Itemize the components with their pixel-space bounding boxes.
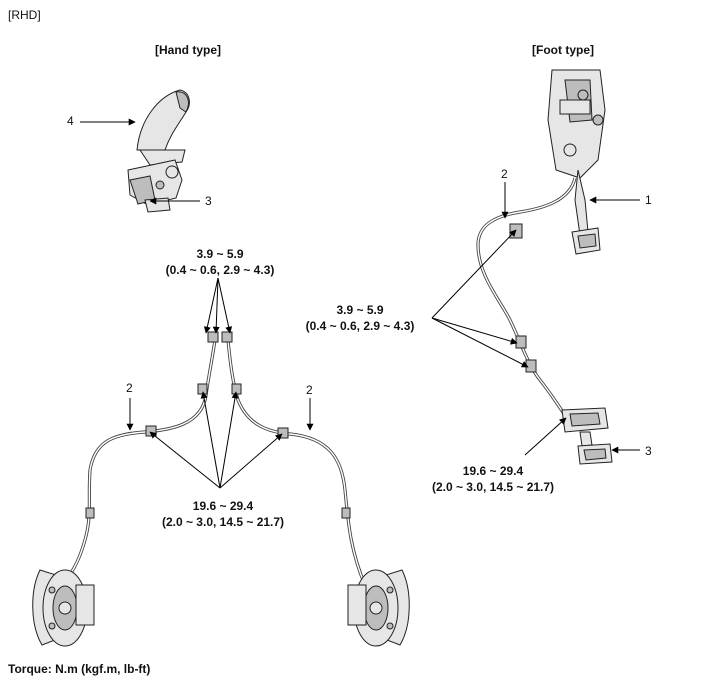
- hand-cable-left: [60, 339, 217, 586]
- hand-torque-upper-alt: (0.4 ~ 0.6, 2.9 ~ 4.3): [165, 263, 275, 277]
- hand-torque-lower-alt: (2.0 ~ 3.0, 14.5 ~ 21.7): [161, 515, 285, 529]
- hand-parking-lever: [127, 89, 190, 213]
- callout-2-foot: 2: [501, 167, 508, 181]
- callout-3-foot: 3: [645, 444, 652, 458]
- hand-torque-lower-nm: 19.6 ~ 29.4: [192, 499, 254, 513]
- hand-cable-clips: [85, 331, 351, 519]
- torque-units-note: Torque: N.m (kgf.m, lb-ft): [8, 662, 151, 676]
- callout-2-hand-left: 2: [126, 381, 133, 395]
- hand-torque-upper-nm: 3.9 ~ 5.9: [196, 247, 244, 261]
- foot-torque-lower-nm: 19.6 ~ 29.4: [462, 464, 524, 478]
- hand-type-title: [Hand type]: [155, 43, 221, 57]
- callout-3-hand: 3: [205, 194, 212, 208]
- callout-1-foot: 1: [645, 193, 652, 207]
- right-brake-hub: [347, 569, 410, 647]
- foot-equalizer: [561, 407, 613, 465]
- left-brake-hub: [32, 569, 95, 647]
- foot-torque-upper-alt: (0.4 ~ 0.6, 2.9 ~ 4.3): [305, 319, 415, 333]
- foot-torque-upper-nm: 3.9 ~ 5.9: [336, 303, 384, 317]
- callout-4-lever: 4: [67, 114, 74, 128]
- foot-torque-lower-alt: (2.0 ~ 3.0, 14.5 ~ 21.7): [431, 480, 555, 494]
- region-tag: [RHD]: [8, 8, 41, 22]
- callout-2-hand-right: 2: [306, 383, 313, 397]
- foot-pedal-assembly: [547, 69, 606, 255]
- foot-cable: [476, 177, 577, 421]
- foot-type-title: [Foot type]: [532, 43, 594, 57]
